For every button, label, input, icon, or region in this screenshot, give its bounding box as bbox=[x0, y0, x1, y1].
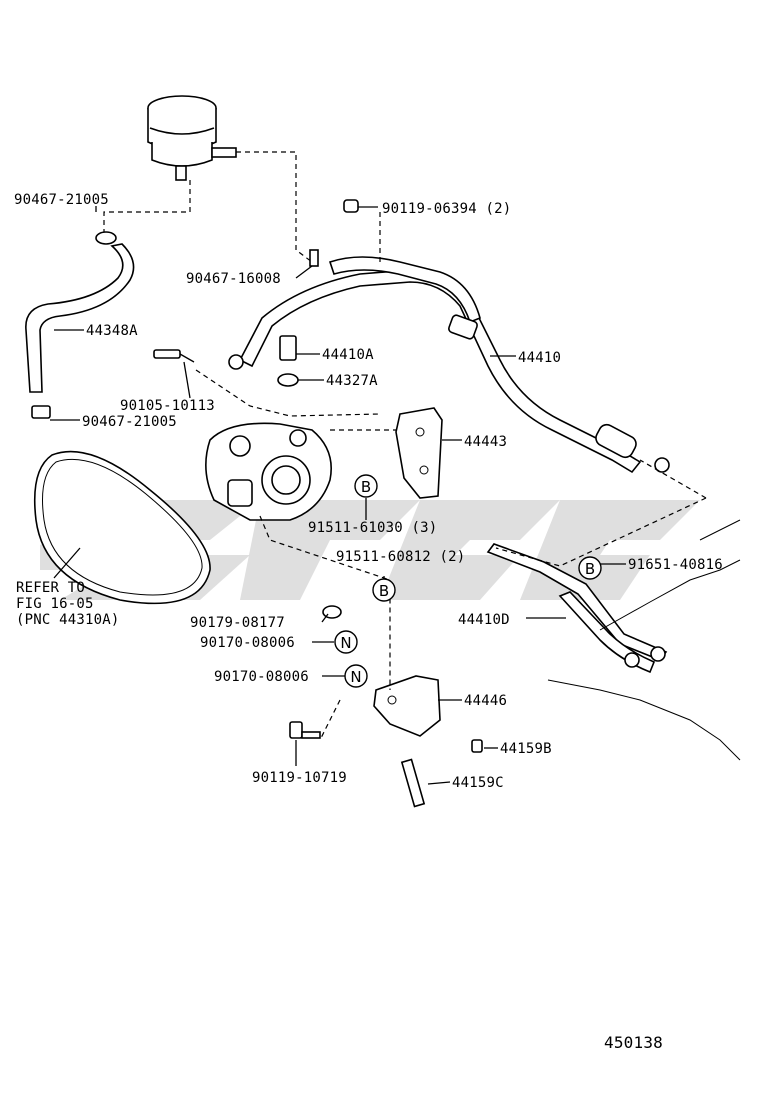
label-91511-60812: 91511-60812 (2) bbox=[336, 549, 465, 565]
circle-tag-b2: B bbox=[372, 578, 396, 602]
label-90119-10719: 90119-10719 bbox=[252, 770, 347, 786]
circle-tag-n2: N bbox=[344, 664, 368, 688]
label-44327A: 44327A bbox=[326, 373, 378, 389]
label-91511-61030: 91511-61030 (3) bbox=[308, 520, 437, 536]
reservoir-tank bbox=[147, 95, 237, 181]
label-90467-21005-top: 90467-21005 bbox=[14, 192, 109, 208]
leader-lines bbox=[50, 206, 626, 785]
label-90170-08006-b: 90170-08006 bbox=[214, 669, 309, 685]
svg-text:N: N bbox=[350, 668, 361, 686]
label-44159B: 44159B bbox=[500, 741, 552, 757]
label-44446: 44446 bbox=[464, 693, 507, 709]
return-tube bbox=[486, 543, 668, 674]
label-90105-10113: 90105-10113 bbox=[120, 398, 215, 414]
circle-tag-b1: B bbox=[354, 474, 378, 498]
suction-hose bbox=[25, 243, 135, 393]
bolts bbox=[289, 605, 483, 808]
svg-text:B: B bbox=[361, 478, 371, 496]
label-44410: 44410 bbox=[518, 350, 561, 366]
pump-bracket bbox=[395, 407, 443, 499]
rear-bracket bbox=[373, 675, 441, 737]
figure-number: 450138 bbox=[604, 1033, 663, 1052]
steering-gear-outline bbox=[547, 519, 741, 761]
svg-text:B: B bbox=[585, 560, 595, 578]
label-90467-16008: 90467-16008 bbox=[186, 271, 281, 287]
circle-tag-b3: B bbox=[578, 556, 602, 580]
power-steering-pump bbox=[205, 422, 332, 521]
svg-text:N: N bbox=[340, 634, 351, 652]
pressure-hose bbox=[228, 256, 670, 474]
small-hardware bbox=[153, 199, 359, 387]
label-90170-08006-a: 90170-08006 bbox=[200, 635, 295, 651]
circle-tag-n1: N bbox=[334, 630, 358, 654]
label-91651-40816: 91651-40816 bbox=[628, 557, 723, 573]
label-44348A: 44348A bbox=[86, 323, 138, 339]
label-44159C: 44159C bbox=[452, 775, 504, 791]
refer-note-line1: REFER TO bbox=[16, 580, 85, 596]
label-90119-06394: 90119-06394 (2) bbox=[382, 201, 511, 217]
refer-note-line2: FIG 16-05 bbox=[16, 596, 94, 612]
hose-clamp-top bbox=[95, 231, 117, 245]
label-44410D: 44410D bbox=[458, 612, 510, 628]
v-belt bbox=[33, 450, 211, 605]
label-90467-21005-bottom: 90467-21005 bbox=[82, 414, 177, 430]
hose-clamp-bottom bbox=[31, 405, 51, 419]
refer-note-line3: (PNC 44310A) bbox=[16, 612, 120, 628]
refer-note: REFER TO FIG 16-05 (PNC 44310A) bbox=[16, 580, 120, 628]
label-44443: 44443 bbox=[464, 434, 507, 450]
label-44410A: 44410A bbox=[322, 347, 374, 363]
svg-text:B: B bbox=[379, 582, 389, 600]
label-90179-08177: 90179-08177 bbox=[190, 615, 285, 631]
